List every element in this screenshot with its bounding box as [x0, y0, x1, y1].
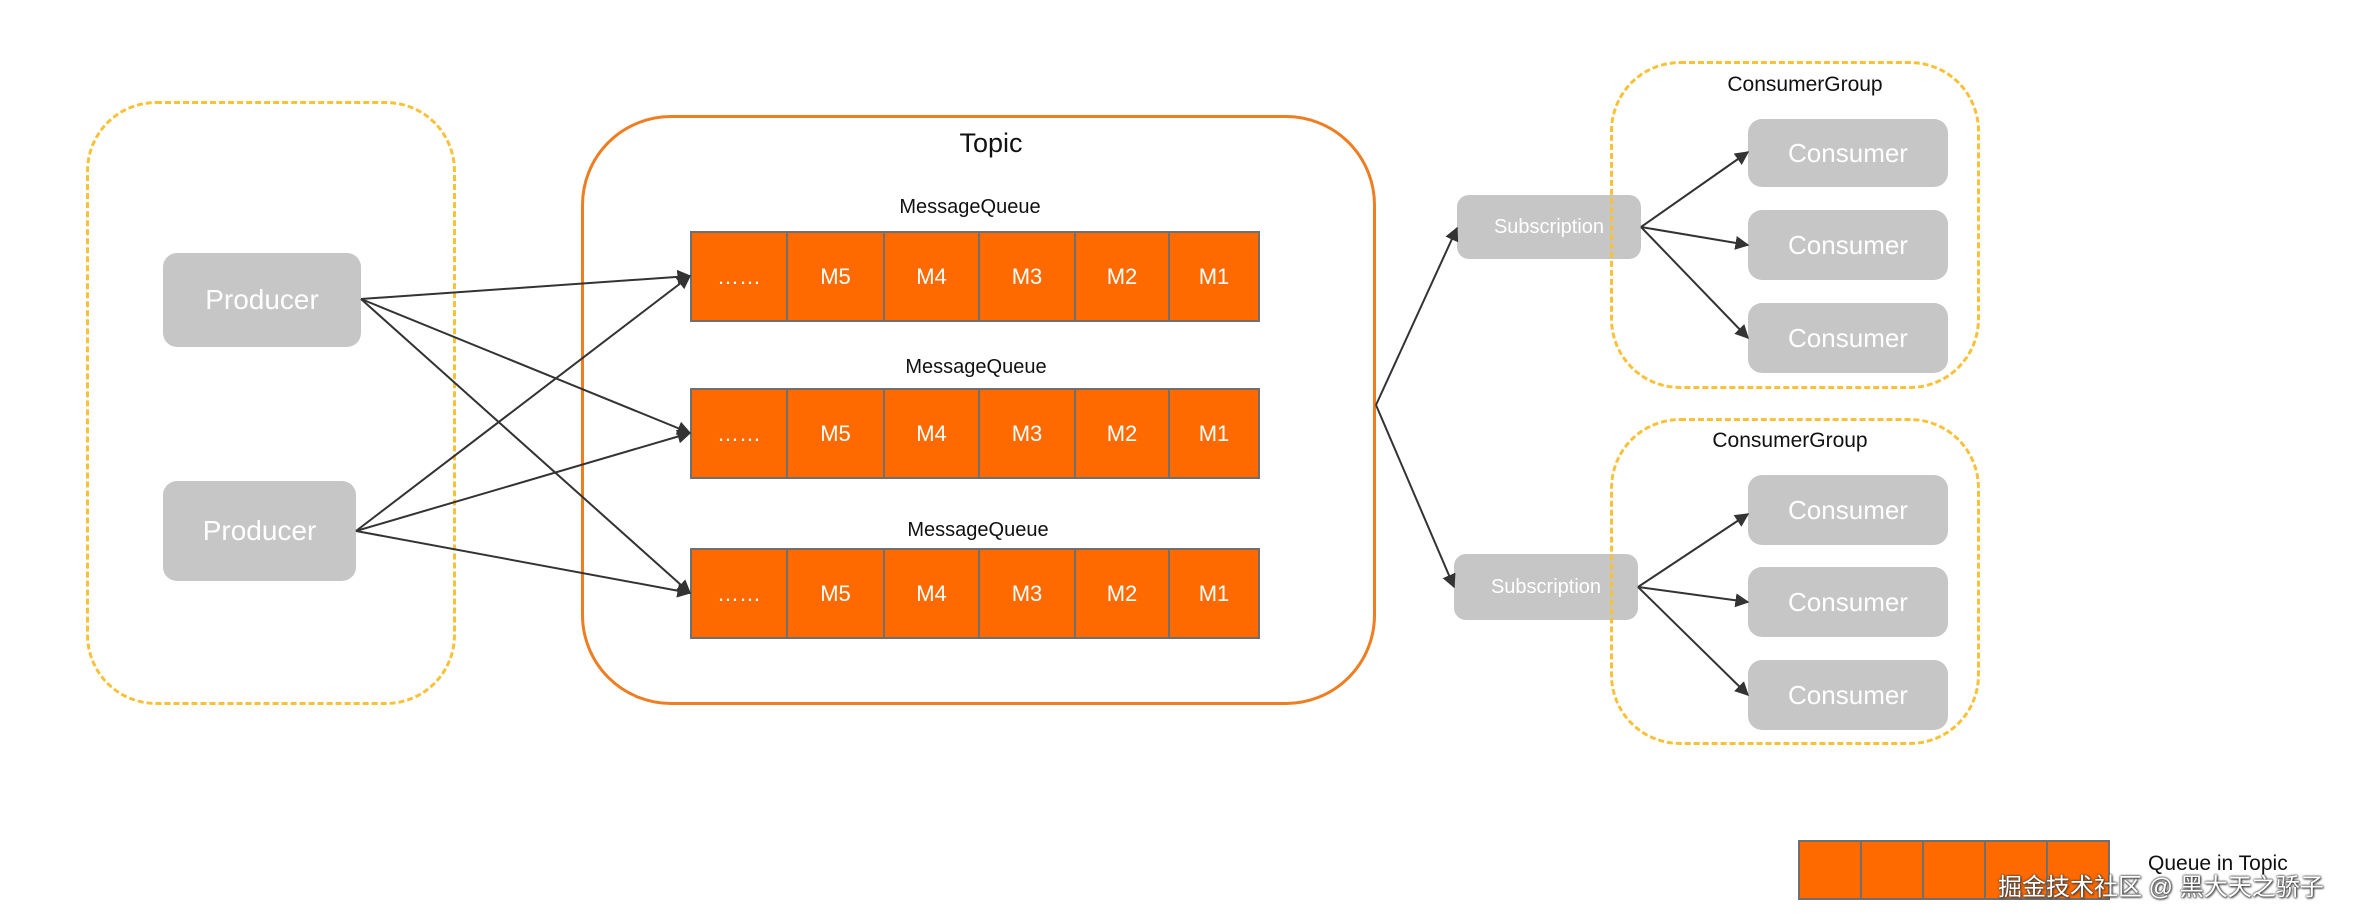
- arrow-producer2-queue1: [355, 275, 692, 532]
- queue-cell-m2: M2: [1076, 550, 1170, 637]
- queue-cell-more: ……: [692, 550, 788, 637]
- queue-cell-m1: M1: [1198, 263, 1230, 289]
- consumer-label: Consumer: [1788, 229, 1908, 260]
- legend-cell: [1986, 842, 2048, 898]
- producer-group-container: [86, 101, 456, 705]
- legend-label: Queue in Topic: [2148, 852, 2288, 875]
- legend-cell: [1800, 842, 1862, 898]
- legend-cell: [1862, 842, 1924, 898]
- queue-cell-more: ……: [692, 390, 788, 477]
- message-queue-3: …… M5 M4 M3 M2 M1: [690, 548, 1260, 639]
- queue-cell-m4: M4: [885, 390, 980, 477]
- queue-cell-m3: M3: [980, 390, 1076, 477]
- arrow-subscription1-consumer3: [1640, 226, 1749, 340]
- arrow-topic-subscription1: [1375, 226, 1459, 406]
- arrow-subscription2-consumer2: [1637, 586, 1750, 608]
- consumer-node[interactable]: Consumer: [1748, 303, 1948, 373]
- consumer-node[interactable]: Consumer: [1748, 119, 1948, 187]
- queue-cell-m3: M3: [980, 233, 1076, 320]
- consumer-group-label: ConsumerGroup: [1727, 73, 1883, 96]
- arrow-producer1-queue1: [360, 269, 692, 300]
- consumer-group-label: ConsumerGroup: [1712, 429, 1868, 452]
- queue-cell-m5: M5: [788, 550, 885, 637]
- producer-node-1[interactable]: Producer: [163, 253, 361, 347]
- queue-cell-m4: M4: [885, 550, 980, 637]
- arrow-producer1-queue2: [360, 298, 692, 435]
- message-queue-label: MessageQueue: [905, 356, 1047, 378]
- subscription-label: Subscription: [1493, 215, 1605, 238]
- consumer-group-container-1: [1610, 61, 1980, 389]
- consumer-label: Consumer: [1788, 679, 1908, 710]
- consumer-label: Consumer: [1788, 322, 1908, 353]
- message-queue-label: MessageQueue: [899, 196, 1041, 218]
- consumer-group-container-2: [1610, 418, 1980, 745]
- consumer-label: Consumer: [1788, 137, 1908, 168]
- queue-cell-m5: M5: [788, 390, 885, 477]
- consumer-node[interactable]: Consumer: [1748, 660, 1948, 730]
- subscription-node-2[interactable]: Subscription: [1454, 554, 1638, 620]
- queue-cell-more: ……: [692, 233, 788, 320]
- queue-cell-m1: M1: [1198, 420, 1230, 446]
- arrow-subscription1-consumer2: [1640, 226, 1750, 250]
- consumer-label: Consumer: [1788, 586, 1908, 617]
- arrow-producer2-queue2: [355, 429, 692, 532]
- topic-title: Topic: [959, 128, 1023, 158]
- watermark-text: 掘金技术社区 @ 黑大天之骄子: [1998, 874, 2324, 901]
- topic-container: [581, 115, 1376, 705]
- producer-label: Producer: [205, 284, 319, 315]
- queue-cell-m3: M3: [980, 550, 1076, 637]
- consumer-label: Consumer: [1788, 494, 1908, 525]
- consumer-node[interactable]: Consumer: [1748, 210, 1948, 280]
- producer-label: Producer: [202, 515, 317, 546]
- arrow-subscription2-consumer1: [1637, 513, 1750, 588]
- legend-queue-swatch: [1798, 840, 2110, 900]
- arrow-topic-subscription2: [1375, 404, 1456, 589]
- arrow-producer2-queue3: [355, 530, 692, 598]
- queue-cell-m2: M2: [1076, 233, 1170, 320]
- producer-node-2[interactable]: Producer: [163, 481, 356, 581]
- message-queue-2: …… M5 M4 M3 M2 M1: [690, 388, 1260, 479]
- subscription-label: Subscription: [1490, 575, 1602, 598]
- consumer-node[interactable]: Consumer: [1748, 567, 1948, 637]
- queue-cell-m1: M1: [1198, 580, 1230, 606]
- queue-cell-m5: M5: [788, 233, 885, 320]
- legend-cell: [1924, 842, 1986, 898]
- queue-cell-m2: M2: [1076, 390, 1170, 477]
- arrow-subscription2-consumer3: [1637, 586, 1749, 696]
- queue-cell-m4: M4: [885, 233, 980, 320]
- message-queue-1: …… M5 M4 M3 M2 M1: [690, 231, 1260, 322]
- message-queue-label: MessageQueue: [907, 519, 1049, 541]
- arrow-producer1-queue3: [360, 298, 692, 594]
- arrow-subscription1-consumer1: [1640, 151, 1750, 228]
- consumer-node[interactable]: Consumer: [1748, 475, 1948, 545]
